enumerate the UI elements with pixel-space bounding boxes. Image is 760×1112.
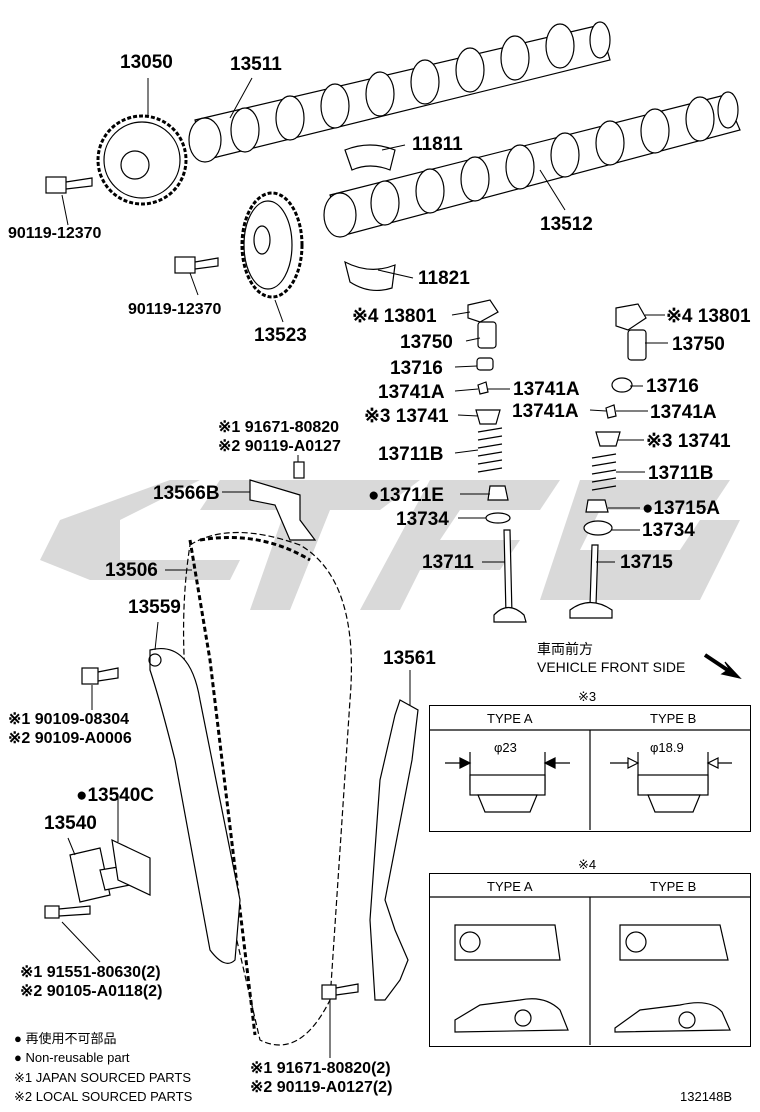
- box3-dim-b: φ18.9: [650, 740, 684, 755]
- valve-stack-left: [467, 299, 527, 623]
- label-13750-left: 13750: [400, 332, 453, 353]
- label-90109-A0006: ※2 90109-A0006: [8, 730, 132, 747]
- bolt-90119-12370-b: [174, 256, 219, 274]
- box4-frame: [429, 873, 751, 1047]
- label-13711B-left: 13711B: [378, 444, 444, 465]
- label-13523: 13523: [254, 325, 307, 346]
- label-13511: 13511: [230, 54, 282, 75]
- label-13734-right: 13734: [642, 520, 695, 541]
- label-13506: 13506: [105, 560, 158, 581]
- bolt-90119-12370-a: [45, 176, 93, 194]
- label-13711E: ●13711E: [368, 485, 444, 506]
- chain-guide-13561: [369, 699, 419, 1001]
- legend-line-1: ● 再使用不可部品: [14, 1031, 117, 1046]
- label-13559: 13559: [128, 597, 181, 618]
- label-13566B: 13566B: [153, 483, 220, 504]
- illustration-id: 132148B: [680, 1089, 733, 1104]
- legend-line-3: ※1 JAPAN SOURCED PARTS: [14, 1070, 192, 1085]
- legend-line-2: ● Non-reusable part: [14, 1050, 130, 1065]
- box3-type-a: TYPE A: [487, 711, 533, 726]
- box3-dim-a: φ23: [494, 740, 517, 755]
- bearing-11821: [344, 260, 396, 292]
- box4-mark: ※4: [578, 857, 597, 872]
- label-13741-right: ※3 13741: [646, 431, 731, 452]
- label-13734-left: 13734: [396, 509, 449, 530]
- box4-type-b: TYPE B: [650, 879, 697, 894]
- tensioner-13540: [44, 838, 151, 919]
- label-91671-80820: ※1 91671-80820: [218, 419, 340, 436]
- label-11811: 11811: [412, 134, 463, 155]
- label-13561: 13561: [383, 648, 436, 669]
- label-13716-right: 13716: [646, 376, 699, 397]
- label-13050: 13050: [120, 52, 173, 73]
- box3-frame: [429, 705, 751, 832]
- label-13715: 13715: [620, 552, 673, 573]
- box3-drawing: [430, 729, 750, 830]
- bearing-11811: [344, 144, 396, 171]
- label-91671-80820-2: ※1 91671-80820(2): [250, 1060, 391, 1077]
- label-13540: 13540: [44, 813, 97, 834]
- label-13741A-r1: 13741A: [512, 401, 579, 422]
- bolt-90109: [81, 667, 119, 685]
- label-13801-right: ※4 13801: [666, 306, 751, 327]
- camshaft-13511: [188, 21, 611, 163]
- box4-drawing: [430, 896, 750, 1045]
- legend-line-4: ※2 LOCAL SOURCED PARTS: [14, 1089, 193, 1104]
- box3-mark: ※3: [578, 689, 597, 704]
- label-90119-A0127: ※2 90119-A0127: [218, 438, 341, 455]
- label-13750-right: 13750: [672, 334, 725, 355]
- label-13711B-right: 13711B: [648, 463, 714, 484]
- label-90119-12370-b: 90119-12370: [128, 301, 222, 318]
- vehicle-front-jp: 車両前方: [537, 641, 593, 657]
- label-13801-left: ※4 13801: [352, 306, 437, 327]
- label-13716-left: 13716: [390, 358, 443, 379]
- label-13741-left: ※3 13741: [364, 406, 449, 427]
- label-13512: 13512: [540, 214, 593, 235]
- vehicle-front-en: VEHICLE FRONT SIDE: [537, 659, 686, 675]
- leader-lines: [61, 77, 668, 1058]
- tensioner-arm-13559: [149, 648, 241, 964]
- label-90109-08304: ※1 90109-08304: [8, 711, 130, 728]
- bolt-91671: [321, 983, 359, 1000]
- label-11821: 11821: [418, 268, 470, 289]
- valve-stack-right: [569, 303, 647, 619]
- label-91551-80630: ※1 91551-80630(2): [20, 964, 161, 981]
- chain-guide-13566B: [249, 461, 317, 541]
- sprocket-13523: [240, 191, 304, 299]
- label-90119-A0127-2: ※2 90119-A0127(2): [250, 1079, 393, 1096]
- label-13741A-l2: 13741A: [513, 379, 580, 400]
- label-90119-12370-a: 90119-12370: [8, 225, 102, 242]
- box4-type-a: TYPE A: [487, 879, 533, 894]
- label-13715A: ●13715A: [642, 498, 721, 519]
- box3-type-b: TYPE B: [650, 711, 697, 726]
- label-13741A-r2: 13741A: [650, 402, 717, 423]
- label-90105-A0118: ※2 90105-A0118(2): [20, 983, 163, 1000]
- label-13741A-l1: 13741A: [378, 382, 445, 403]
- vvt-gear-13050: [96, 114, 188, 206]
- label-13711: 13711: [422, 552, 474, 573]
- camshaft-13512: [323, 91, 741, 238]
- label-13540C: ●13540C: [76, 785, 155, 806]
